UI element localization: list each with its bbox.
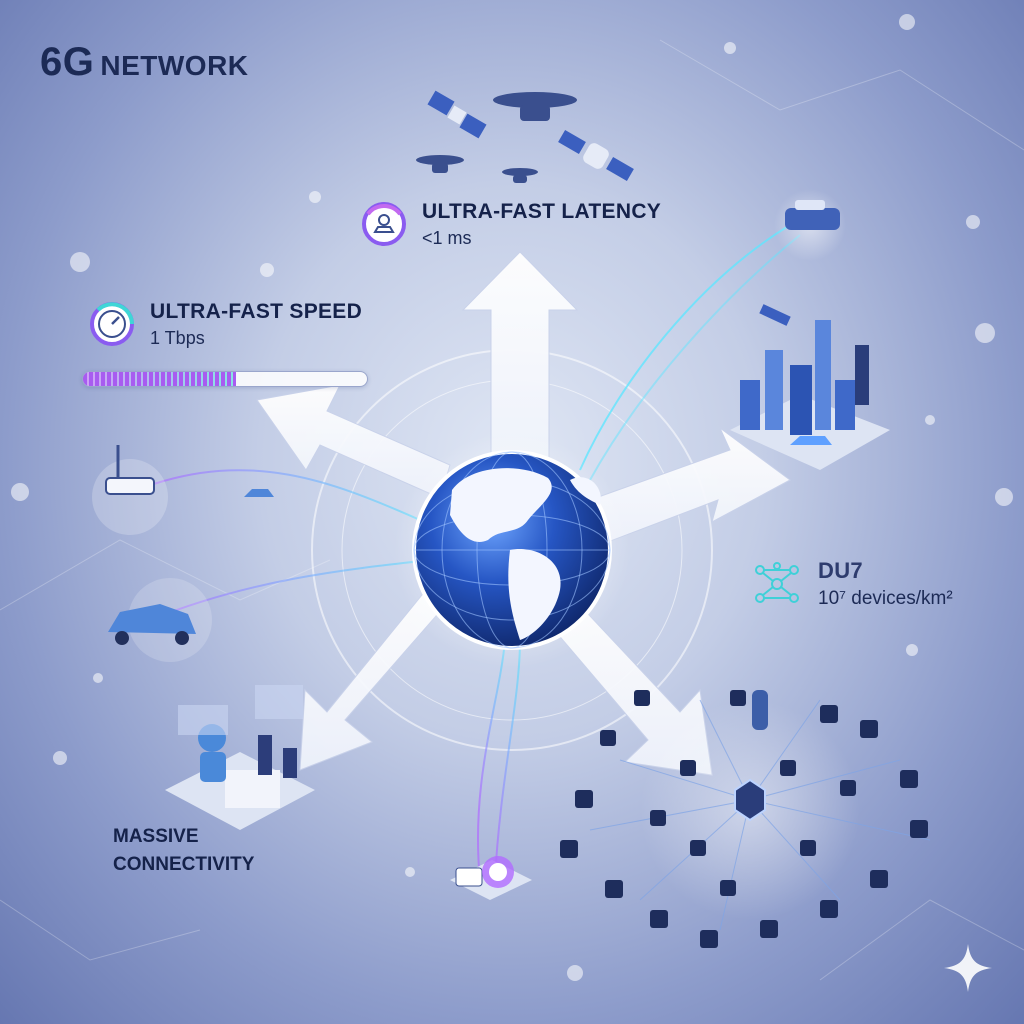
speed-title: ULTRA-FAST SPEED [150, 300, 363, 323]
speed-progress-bar [82, 371, 368, 387]
direction-arrows [256, 251, 791, 776]
massive-line-2: CONNECTIVITY [113, 854, 255, 875]
massive-line-1: MASSIVE [113, 826, 199, 847]
title-sub: NETWORK [100, 50, 249, 81]
factory-icon [165, 685, 315, 830]
speed-progress-fill [83, 372, 237, 386]
title-main: 6G [40, 40, 95, 84]
massive-connectivity-label: MASSIVE CONNECTIVITY [113, 823, 254, 879]
speed-metric: ULTRA-FAST SPEED 1 Tbps [88, 300, 362, 349]
drone-icon [774, 189, 846, 261]
speed-value: 1 Tbps [150, 328, 205, 348]
router-icon [92, 445, 168, 535]
home-device-icon [450, 856, 532, 900]
satellite-icon [427, 90, 487, 139]
density-metric: DU7 10⁷ devices/km² [752, 558, 953, 610]
sparkle-icon [944, 944, 992, 992]
latency-value: <1 ms [422, 228, 472, 248]
person-pin-icon [362, 202, 406, 246]
speedometer-icon [90, 302, 134, 346]
smart-city-icon [730, 320, 890, 470]
car-icon [108, 578, 212, 662]
density-title: DU7 [818, 558, 863, 583]
latency-metric: ULTRA-FAST LATENCY <1 ms [360, 200, 661, 249]
globe-icon [394, 432, 630, 668]
latency-title: ULTRA-FAST LATENCY [422, 200, 662, 223]
satellite-icon [558, 129, 634, 182]
network-nodes-icon [755, 562, 799, 603]
satellite-icon [759, 304, 791, 326]
car-icon [244, 489, 274, 497]
bokeh-lights [11, 14, 1013, 981]
iot-device-cluster-icon [560, 690, 931, 948]
density-value: 10⁷ devices/km² [818, 588, 953, 609]
background-network-lines [0, 39, 1024, 981]
drone-icon [416, 92, 577, 183]
